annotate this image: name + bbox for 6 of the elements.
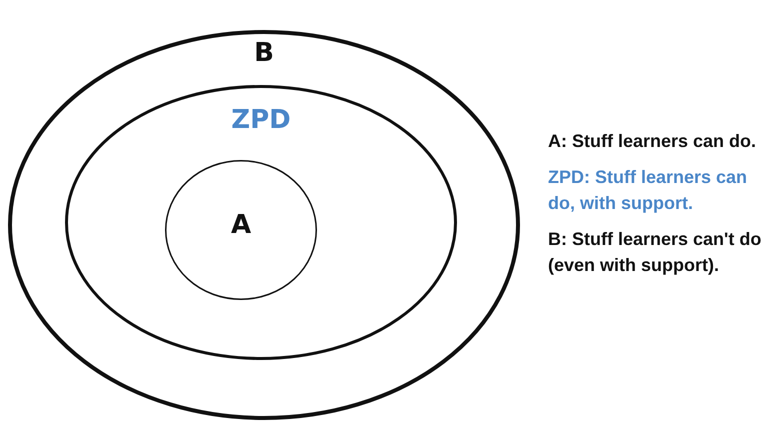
zone-label: ZPD <box>231 105 291 135</box>
zone-label: A <box>230 210 252 240</box>
definition-text: ZPD: Stuff learners can do, with support. <box>548 166 748 215</box>
zone-label: B <box>254 38 274 68</box>
definition-text: B: Stuff learners can't do (even with support). <box>548 228 762 277</box>
definition-text: A: Stuff learners can do. <box>548 130 758 153</box>
